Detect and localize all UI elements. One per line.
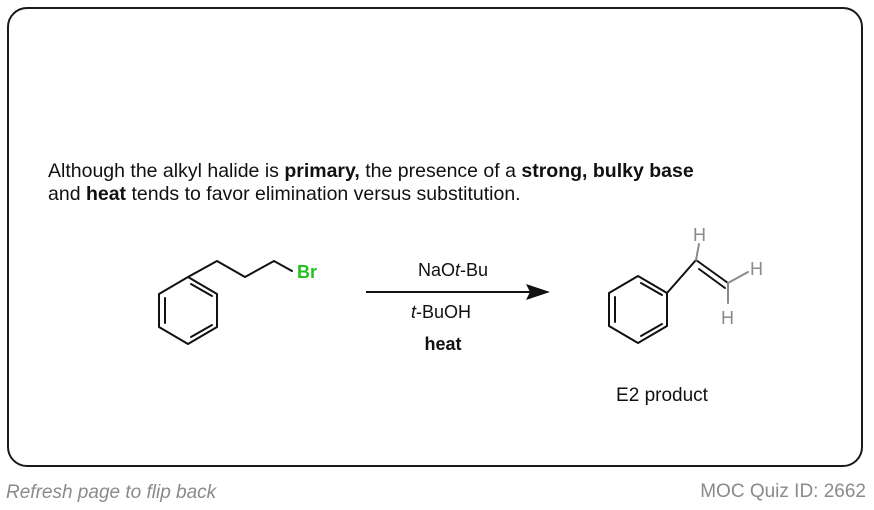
statement-text-2: the presence of a [359,160,522,182]
reactant-ethyl-chain [187,260,293,278]
vinyl-double-bond [695,259,729,284]
ch-bond-right [727,271,749,284]
statement-text-4: tends to favor elimination versus substi… [126,183,521,205]
statement-bold-primary: primary, [284,160,360,182]
question-card[interactable] [7,7,863,467]
statement-bold-base: strong, bulky base [521,160,694,182]
flip-back-hint[interactable]: Refresh page to flip back [6,482,217,503]
solvent-label: t-BuOH [411,302,471,322]
bromine-label: Br [297,262,317,282]
reagent-label: NaOt-Bu [418,260,488,280]
reaction-arrow [366,284,550,300]
ring-vinyl-bond [666,259,697,294]
question-statement: Although the alkyl halide is primary, th… [48,160,828,206]
statement-text-3: and [48,183,86,205]
product-label: E2 product [616,385,709,406]
statement-text-1: Although the alkyl halide is [48,160,285,182]
hydrogen-top-label: H [693,225,706,245]
product-molecule [608,243,749,344]
temperature-label: heat [424,334,461,354]
hydrogen-right-label: H [750,259,763,279]
hydrogen-bottom-label: H [721,308,734,328]
ch-bond-top [695,243,700,261]
vinyl-double-bond-inner [698,268,726,289]
statement-bold-heat: heat [85,183,127,205]
product-benzene-ring [608,275,668,344]
reactant-molecule [158,260,293,345]
reactant-benzene-ring [158,276,218,345]
quiz-id: MOC Quiz ID: 2662 [700,481,866,502]
